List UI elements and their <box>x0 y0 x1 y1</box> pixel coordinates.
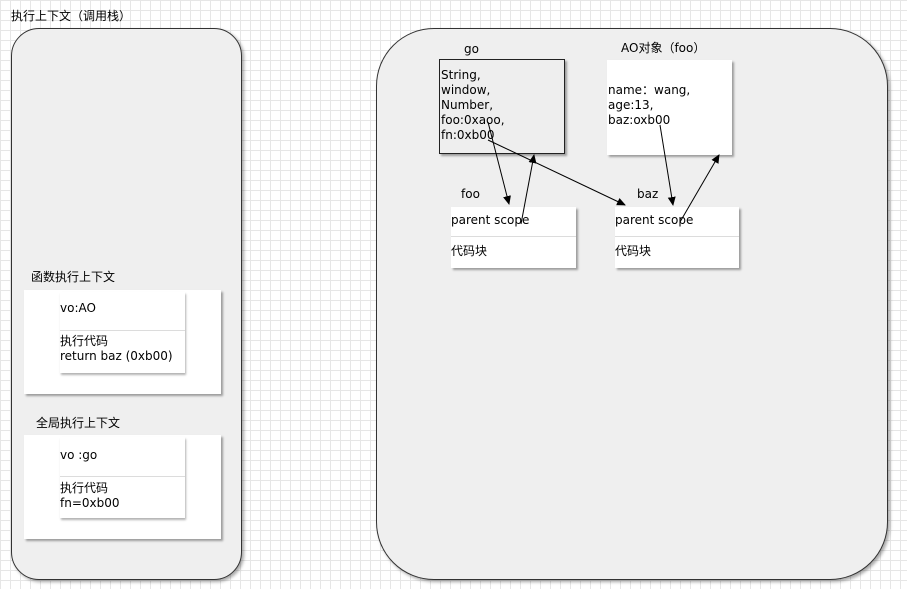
ao-title: AO对象（foo） <box>621 41 706 55</box>
foo-title: foo <box>461 187 480 201</box>
go-object-content: String, window, Number, foo:0xaoo, fn:0x… <box>441 68 505 142</box>
global-context-vo: vo :go <box>60 448 98 462</box>
call-stack-title: 执行上下文（调用栈） <box>11 9 132 23</box>
baz-title: baz <box>637 187 659 201</box>
ao-object-box: name：wang, age:13, baz:oxb00 <box>607 60 732 155</box>
foo-parent-scope: parent scope <box>451 213 530 227</box>
function-context-code: 执行代码 return baz (0xb00) <box>60 334 173 363</box>
go-object-box: String, window, Number, foo:0xaoo, fn:0x… <box>439 59 565 154</box>
function-context-title: 函数执行上下文 <box>31 270 116 284</box>
baz-parent-scope: parent scope <box>615 213 694 227</box>
baz-divider <box>615 236 739 237</box>
global-context-divider <box>60 476 185 477</box>
go-title: go <box>464 42 479 56</box>
global-context-title: 全局执行上下文 <box>36 416 121 430</box>
baz-function-box: parent scope 代码块 <box>615 207 739 268</box>
foo-code-block: 代码块 <box>451 244 488 258</box>
ao-object-content: name：wang, age:13, baz:oxb00 <box>608 83 691 127</box>
foo-function-box: parent scope 代码块 <box>451 207 576 268</box>
function-context-vo: vo:AO <box>60 301 96 315</box>
function-context-box: vo:AO 执行代码 return baz (0xb00) <box>60 292 185 373</box>
baz-code-block: 代码块 <box>615 244 652 258</box>
global-context-box: vo :go 执行代码 fn=0xb00 <box>60 437 185 518</box>
foo-divider <box>451 236 576 237</box>
function-context-divider <box>60 330 185 331</box>
global-context-code: 执行代码 fn=0xb00 <box>60 481 120 510</box>
